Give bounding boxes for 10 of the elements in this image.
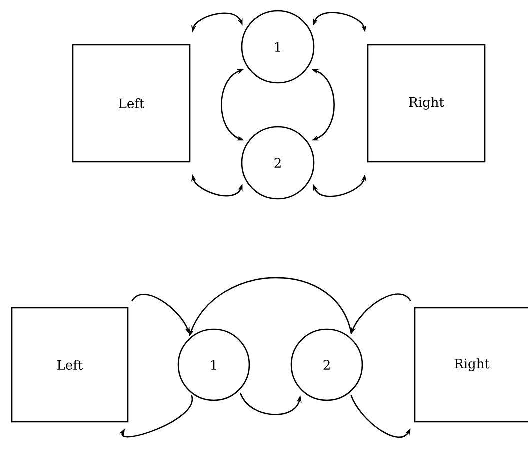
circle-node: 2 [241, 126, 315, 200]
box-node: Left [11, 307, 129, 423]
circle-node: 1 [241, 10, 315, 84]
box-node: Right [367, 44, 486, 163]
circle-node: 2 [290, 328, 364, 402]
curved-arrow [350, 395, 411, 438]
circle-node: 1 [178, 328, 250, 402]
curved-arrow [119, 395, 193, 438]
box-node: Left [72, 44, 191, 163]
box-node: Right [414, 307, 528, 423]
